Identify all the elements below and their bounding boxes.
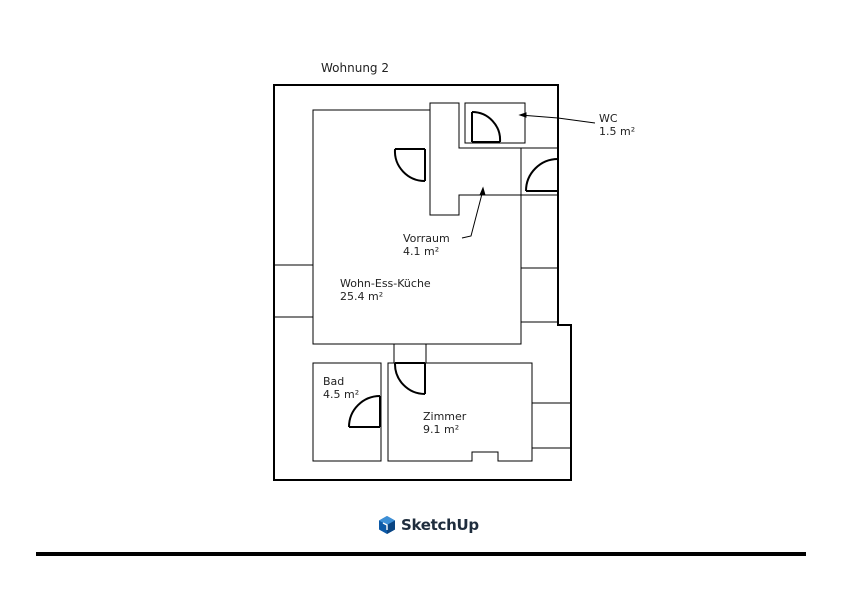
wohn-area: 25.4 m² xyxy=(340,290,384,303)
outer-wall xyxy=(273,84,572,481)
plan-title: Wohnung 2 xyxy=(321,61,389,75)
sketchup-brand: SketchUp xyxy=(378,515,479,535)
room-zimmer xyxy=(387,362,533,462)
door-wohn-vorraum xyxy=(393,148,426,183)
bad-name: Bad xyxy=(323,375,345,388)
label-bad: Bad 4.5 m² xyxy=(323,375,359,401)
label-wohn-ess-kueche: Wohn-Ess-Küche 25.4 m² xyxy=(340,277,431,303)
wohn-name: Wohn-Ess-Küche xyxy=(340,277,431,290)
vorraum-name: Vorraum xyxy=(403,232,450,245)
brand-name: SketchUp xyxy=(401,516,479,534)
footer-rule xyxy=(36,552,806,556)
room-vorraum xyxy=(429,102,522,216)
vorraum-leader xyxy=(461,189,484,239)
wc-leader xyxy=(519,114,596,124)
door-balcony xyxy=(525,158,559,192)
door-bad xyxy=(348,395,381,428)
vorraum-area: 4.1 m² xyxy=(403,245,440,258)
room-wohn-ess-kueche xyxy=(312,109,522,345)
sketchup-logo-icon xyxy=(379,516,395,534)
door-zimmer xyxy=(393,362,426,395)
wc-name: WC xyxy=(599,112,618,125)
zimmer-name: Zimmer xyxy=(423,410,467,423)
bad-area: 4.5 m² xyxy=(323,388,360,401)
door-wc xyxy=(471,110,502,143)
label-zimmer: Zimmer 9.1 m² xyxy=(423,410,466,436)
label-wc: WC 1.5 m² xyxy=(599,112,635,138)
wc-area: 1.5 m² xyxy=(599,125,636,138)
label-vorraum: Vorraum 4.1 m² xyxy=(403,232,450,258)
zimmer-area: 9.1 m² xyxy=(423,423,460,436)
